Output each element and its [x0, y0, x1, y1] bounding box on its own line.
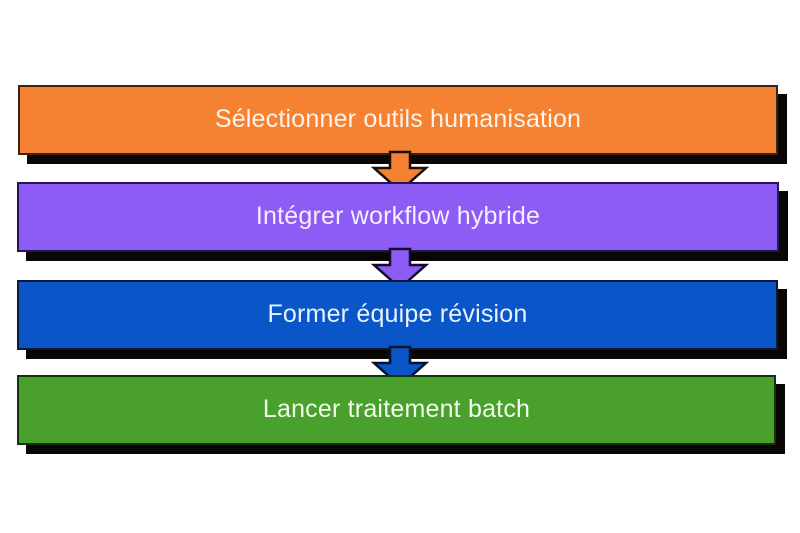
- flow-step-1[interactable]: Sélectionner outils humanisation: [18, 85, 778, 155]
- flow-step-2[interactable]: Intégrer workflow hybride: [17, 182, 779, 252]
- flow-step-1-label: Sélectionner outils humanisation: [214, 105, 582, 134]
- flow-step-3-label: Former équipe révision: [267, 300, 528, 329]
- arrow-down-icon: [370, 345, 430, 388]
- arrow-down-icon: [370, 150, 430, 193]
- flow-connector-1: [370, 150, 430, 193]
- flow-step-4-label: Lancer traitement batch: [262, 395, 531, 424]
- flow-connector-2: [370, 247, 430, 290]
- flow-connector-3: [370, 345, 430, 388]
- flow-step-3[interactable]: Former équipe révision: [17, 280, 778, 350]
- flow-step-4[interactable]: Lancer traitement batch: [17, 375, 776, 445]
- arrow-down-icon: [370, 247, 430, 290]
- flow-step-2-label: Intégrer workflow hybride: [255, 202, 541, 231]
